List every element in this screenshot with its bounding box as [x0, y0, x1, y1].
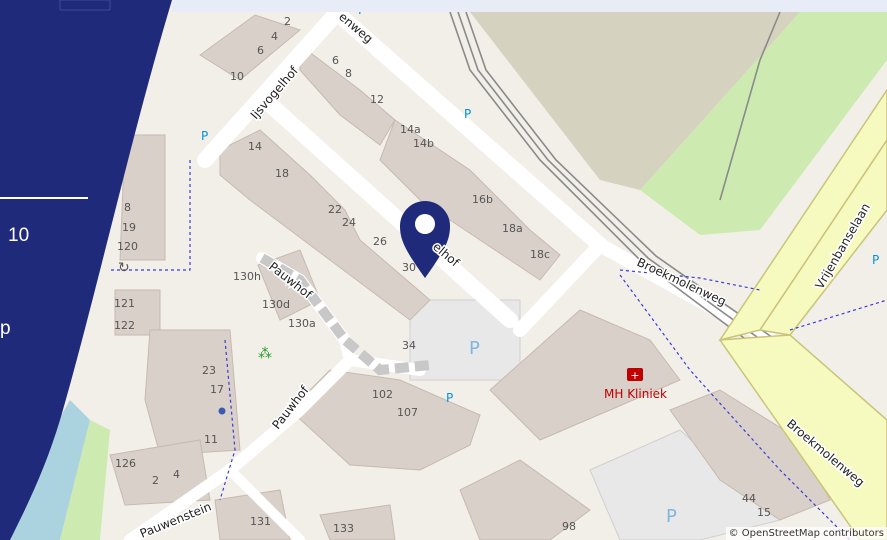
house-number: 130h	[233, 270, 261, 283]
map-pin-hole	[415, 214, 435, 234]
parking-icon: P	[872, 253, 879, 267]
house-number: 24	[342, 216, 356, 229]
parking-icon: P	[464, 107, 471, 121]
house-number: 107	[397, 406, 418, 419]
house-number: 2	[152, 474, 159, 487]
poi-dot-icon	[218, 407, 226, 415]
house-number: 34	[402, 339, 416, 352]
playground-icon: ⁂	[258, 346, 272, 362]
house-number: 22	[328, 203, 342, 216]
house-number: 2	[284, 15, 291, 28]
footpath	[259, 253, 431, 376]
panel-text-1: 10	[8, 225, 30, 246]
map-attribution[interactable]: © OpenStreetMap contributors	[725, 527, 887, 540]
bicycle-parking-icon: P	[446, 391, 453, 405]
house-number: 8	[345, 67, 352, 80]
primary-roads	[718, 88, 887, 540]
clinic-label: MH Kliniek	[604, 387, 667, 401]
house-number: 126	[115, 457, 136, 470]
house-number: 98	[562, 520, 576, 533]
park-area	[640, 12, 887, 235]
house-number: 131	[250, 515, 271, 528]
parking-lot-label: P	[469, 338, 480, 359]
house-number: 102	[372, 388, 393, 401]
location-marker[interactable]	[400, 201, 450, 278]
top-bar	[172, 0, 887, 12]
house-number: 122	[114, 319, 135, 332]
house-number: 15	[757, 506, 771, 519]
house-number: 19	[122, 221, 136, 234]
parking-icon: P	[201, 129, 208, 143]
house-number: 4	[271, 30, 278, 43]
house-number: 4	[173, 468, 180, 481]
house-number: 130a	[288, 317, 316, 330]
turn-icon: ↻	[118, 260, 130, 276]
house-number: 16b	[472, 193, 493, 206]
panel-text-2: p	[0, 318, 11, 339]
clinic-icon	[627, 368, 643, 381]
house-number: 11	[204, 433, 218, 446]
house-number: 121	[114, 297, 135, 310]
house-number: 6	[332, 54, 339, 67]
parking-lot-label-2: P	[666, 506, 677, 527]
house-number: 6	[257, 44, 264, 57]
house-number: 14b	[413, 137, 434, 150]
house-number: 130d	[262, 298, 290, 311]
house-number: 14	[248, 140, 262, 153]
house-number: 26	[373, 235, 387, 248]
house-number: 14a	[400, 123, 421, 136]
house-number: 17	[210, 383, 224, 396]
house-number: 8	[124, 201, 131, 214]
house-number: 10	[230, 70, 244, 83]
clinic-icon-cross: +	[630, 369, 639, 382]
house-number: 18a	[502, 222, 523, 235]
house-number: 12	[370, 93, 384, 106]
house-number: 30	[402, 261, 416, 274]
landuse-area	[470, 12, 800, 190]
house-number: 23	[202, 364, 216, 377]
house-number: 44	[742, 492, 756, 505]
house-number: 18c	[530, 248, 550, 261]
house-number: 133	[333, 522, 354, 535]
house-number: 120	[117, 240, 138, 253]
house-number: 18	[275, 167, 289, 180]
map-pin-icon	[400, 201, 450, 278]
